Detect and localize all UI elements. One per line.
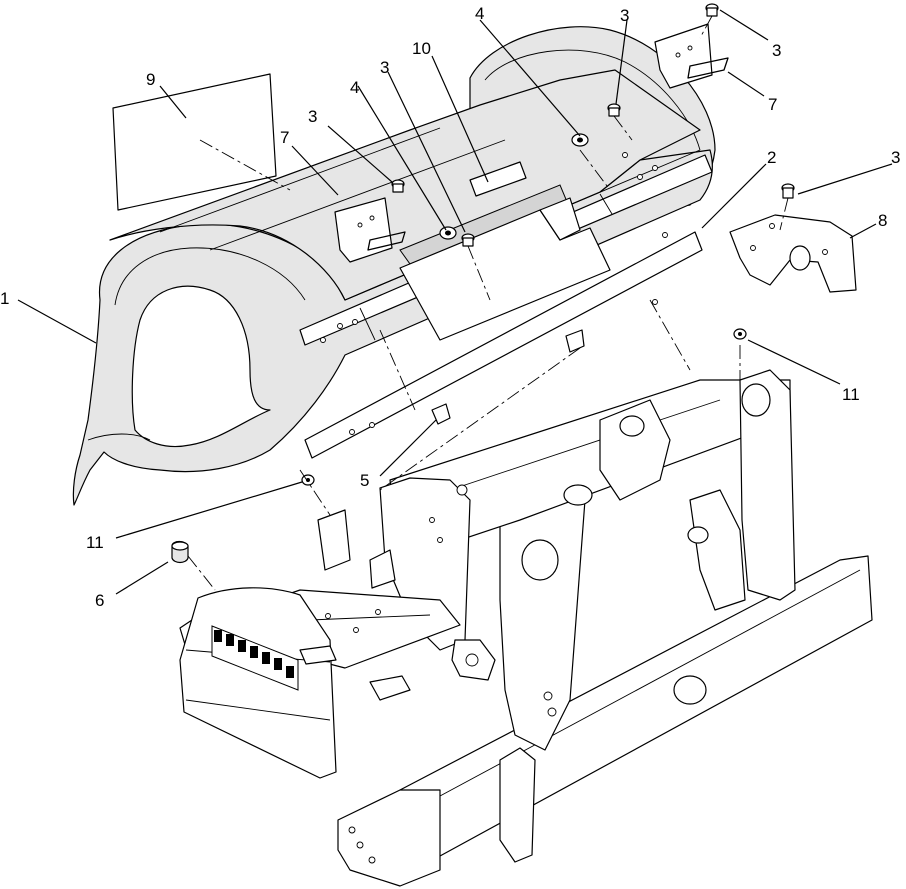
washer-part-4-b (439, 226, 457, 240)
assembly-centerlines (187, 15, 789, 591)
decal-part-9 (112, 73, 277, 211)
callout-7-right: 7 (768, 95, 777, 114)
clip-nut-part-5 (431, 403, 451, 425)
callout-7-left: 7 (280, 128, 289, 147)
callout-11-right: 11 (842, 385, 860, 404)
bolt-part-3-c (391, 179, 405, 193)
callout-3-top: 3 (620, 6, 629, 25)
bolt-part-3-b (607, 103, 621, 117)
callout-4-top: 4 (475, 4, 484, 23)
side-bracket-part-8 (729, 214, 857, 293)
callout-1: 1 (0, 289, 9, 308)
callout-3-right: 3 (891, 148, 900, 167)
washer-part-4-a (571, 133, 589, 147)
bolt-part-3-d (461, 233, 475, 247)
cover-bracket-left-part-7 (334, 197, 406, 263)
frame-assembly (337, 369, 873, 887)
bumper-part-6 (171, 540, 189, 564)
callout-8: 8 (878, 211, 887, 230)
callout-4-mid: 4 (350, 78, 359, 97)
callout-2: 2 (767, 148, 776, 167)
clip-nut-part-5-upper (565, 329, 585, 353)
decal-part-10 (469, 161, 527, 197)
callout-11-left: 11 (86, 533, 104, 552)
flange-nut-part-11-b (733, 328, 747, 340)
safety-decal-icons (211, 625, 299, 691)
cover-bracket-right-part-7 (654, 23, 729, 89)
deck-housing (179, 509, 461, 779)
callout-10: 10 (412, 39, 431, 58)
mounting-bracket-part-2 (304, 197, 703, 459)
callout-3-left: 3 (308, 107, 317, 126)
callout-5: 5 (360, 471, 369, 490)
bolt-part-3-e (781, 183, 795, 199)
callout-3-mid: 3 (380, 58, 389, 77)
callout-3-top-right: 3 (772, 41, 781, 60)
bolt-part-3-a (705, 3, 719, 17)
leader-lines (17, 9, 893, 595)
callout-6: 6 (95, 591, 104, 610)
callout-9: 9 (146, 70, 155, 89)
callout-labels: 1 2 3 3 3 3 3 4 4 5 6 7 7 8 9 10 11 11 (0, 4, 900, 610)
